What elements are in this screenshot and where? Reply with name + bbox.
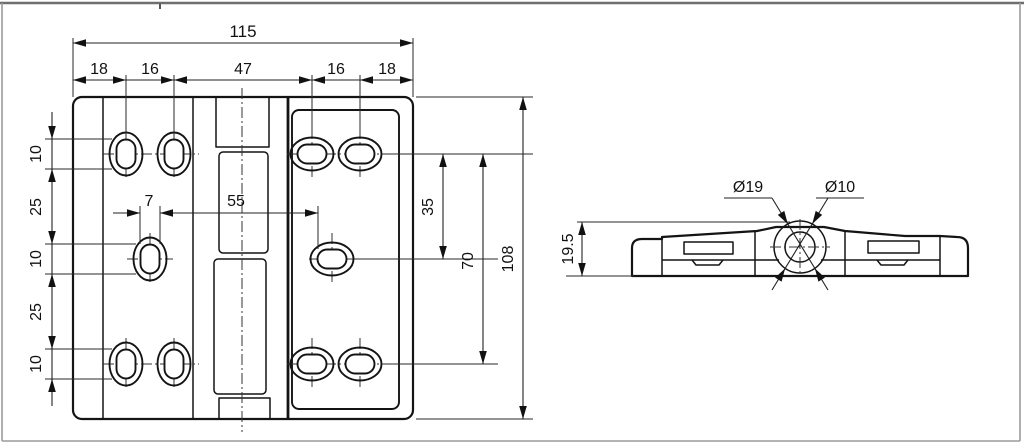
dim-seg-16-right: 16 <box>327 61 345 78</box>
dim-chain-10-a: 10 <box>28 145 45 163</box>
dimension-labels: 115 18 16 47 16 18 10 25 10 25 10 7 55 3… <box>28 22 517 373</box>
dim-seg-16-left: 16 <box>141 61 159 78</box>
dim-leaf-height: 19.5 <box>560 233 577 264</box>
hole-slot <box>309 241 355 277</box>
hole-slot <box>108 341 144 387</box>
dim-pitch-35: 35 <box>420 198 437 216</box>
hole-slot <box>156 341 192 387</box>
left-leaf-slot <box>683 241 734 255</box>
side-body-edges <box>661 231 941 276</box>
hole-slot <box>289 136 335 172</box>
hole-slot <box>289 346 335 382</box>
front-body-edges <box>102 98 400 418</box>
dimension-lines <box>48 39 527 419</box>
knuckle-segment-upper <box>218 151 269 254</box>
dim-chain-10-b: 10 <box>28 250 45 268</box>
dim-total-width: 115 <box>229 22 256 41</box>
side-view: Ø19 Ø10 19.5 <box>560 179 970 291</box>
hole-slot <box>132 236 168 282</box>
dim-slot-gap: 55 <box>227 193 245 210</box>
right-leaf-notch <box>876 259 909 266</box>
front-body <box>71 95 415 421</box>
dim-chain-25-a: 25 <box>28 198 45 216</box>
left-leaf-notch <box>691 259 724 266</box>
dim-pitch-70: 70 <box>460 252 477 270</box>
dim-knuckle-diameter: Ø19 <box>733 179 763 196</box>
right-leaf-slot <box>867 240 920 254</box>
hole-slot <box>337 136 383 172</box>
extension-lines <box>45 38 533 420</box>
dim-total-height: 108 <box>500 246 517 273</box>
dim-seg-18-left: 18 <box>90 61 108 78</box>
dim-seg-47: 47 <box>234 61 252 78</box>
side-dimension-labels: Ø19 Ø10 19.5 <box>560 179 855 265</box>
side-body <box>630 225 970 278</box>
mounting-holes <box>108 131 383 387</box>
dim-chain-25-b: 25 <box>28 303 45 321</box>
dim-seg-18-right: 18 <box>378 61 396 78</box>
side-centerlines <box>770 219 830 276</box>
front-view: 115 18 16 47 16 18 10 25 10 25 10 7 55 3… <box>28 22 533 432</box>
dim-slot-width: 7 <box>145 193 154 210</box>
knuckle-bottom-notch <box>218 397 271 418</box>
side-dimensions <box>566 197 864 291</box>
knuckle-segment-lower <box>213 258 267 395</box>
hole-slot <box>337 346 383 382</box>
dim-chain-10-c: 10 <box>28 355 45 373</box>
dim-pin-hole-diameter: Ø10 <box>825 179 855 196</box>
